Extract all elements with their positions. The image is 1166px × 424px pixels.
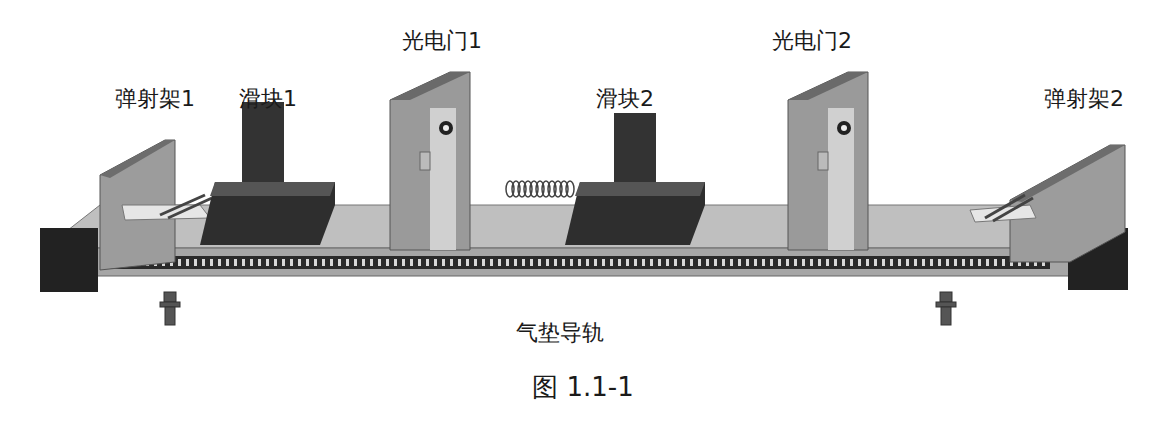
part-label: 光电门1 [402, 28, 482, 54]
part-label: 弹射架2 [1044, 86, 1124, 112]
part-label: 光电门2 [772, 28, 852, 54]
part-label: 气垫导轨 [516, 320, 604, 346]
part-label: 滑块2 [596, 86, 654, 112]
figure-caption: 图 1.1-1 [532, 372, 634, 403]
part-label: 弹射架1 [115, 86, 195, 112]
part-label: 滑块1 [239, 86, 297, 112]
